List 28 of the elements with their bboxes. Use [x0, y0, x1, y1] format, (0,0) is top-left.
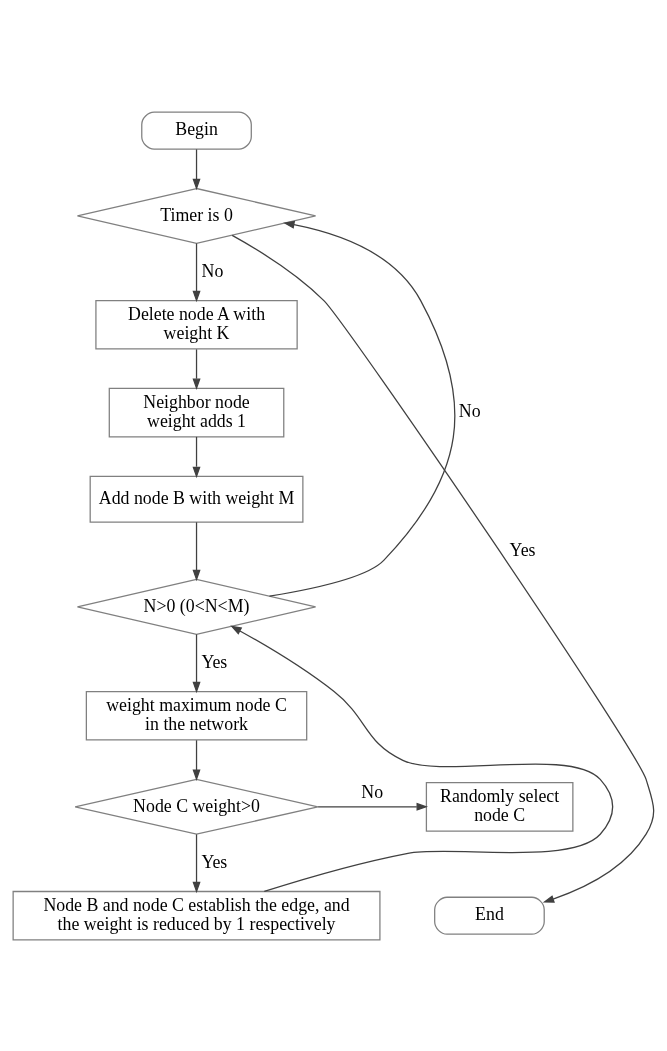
node-diamond: Node C weight>0 — [74, 778, 319, 835]
arrow — [231, 234, 655, 903]
node-box: Node B and node C establish the edge, and the weight is reduced by 1 respectively — [12, 890, 381, 941]
node-box: End — [434, 896, 545, 935]
node-box: weight maximum node C in the network — [85, 690, 308, 741]
node-box: Randomly select node C — [425, 781, 574, 832]
edge-label: No — [458, 400, 481, 421]
node-box: Add node B with weight M — [89, 475, 304, 523]
arrow — [192, 833, 201, 893]
arrow — [230, 625, 614, 892]
arrow — [192, 242, 201, 302]
node-box: Neighbor node weight adds 1 — [108, 387, 285, 437]
arrow — [192, 348, 201, 390]
edge-label: Yes — [201, 851, 228, 872]
arrow — [192, 148, 201, 190]
arrow — [192, 435, 201, 478]
arrow — [192, 633, 201, 693]
node-diamond: Timer is 0 — [76, 187, 317, 244]
edge-label: Yes — [509, 539, 536, 560]
node-box: Begin — [141, 110, 252, 150]
edge-label: No — [361, 781, 384, 802]
arrow — [268, 220, 456, 597]
arrow — [317, 802, 428, 811]
edge-label: No — [201, 260, 224, 281]
arrow — [192, 521, 201, 581]
edge-label: Yes — [201, 651, 228, 672]
arrow — [192, 739, 201, 781]
node-box: Delete node A with weight K — [95, 299, 298, 350]
